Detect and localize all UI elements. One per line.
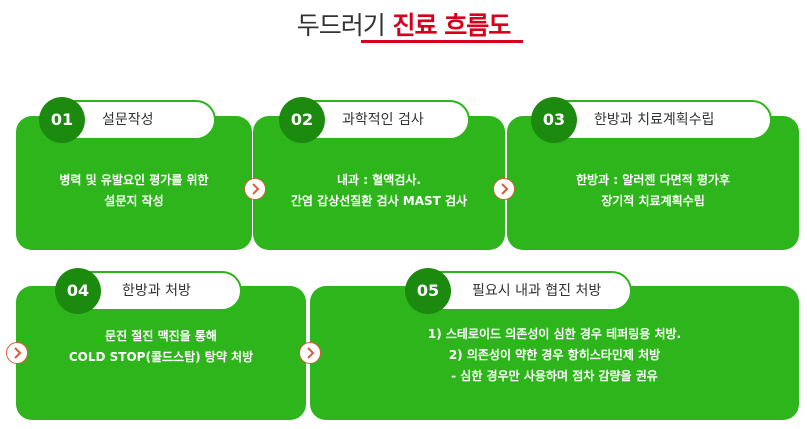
step-tab-03: 03 한방과 치료계획수립	[532, 98, 772, 142]
chevron-right-icon	[299, 342, 321, 364]
step-number-02: 02	[280, 98, 324, 142]
step-label-02: 과학적인 검사	[342, 112, 424, 128]
step-04-desc: 문진 절진 맥진을 통해 COLD STOP(콜드스탑) 탕약 처방	[16, 326, 306, 368]
step-number-01: 01	[40, 98, 84, 142]
step-03-desc-line2: 장기적 치료계획수립	[601, 194, 705, 208]
title-part1: 두드러기	[296, 11, 386, 40]
step-05-desc-line3: - 심한 경우만 사용하며 점차 감량을 권유	[451, 369, 658, 383]
step-tab-04: 04 한방과 처방	[56, 269, 242, 313]
step-01-desc-line1: 병력 및 유발요인 평가를 위한	[59, 173, 209, 187]
title-underline	[361, 40, 523, 43]
step-tab-01: 01 설문작성	[40, 98, 216, 142]
step-02-desc-line2: 간염 갑상선질환 검사 MAST 검사	[290, 194, 468, 208]
title-part2: 진료 흐름도	[392, 11, 512, 40]
step-number-03: 03	[532, 98, 576, 142]
step-04-desc-line1: 문진 절진 맥진을 통해	[105, 329, 217, 343]
step-05-desc-line2: 2) 의존성이 약한 경우 항히스타민제 처방	[448, 348, 661, 362]
step-number-04: 04	[56, 269, 100, 313]
step-label-04: 한방과 처방	[122, 283, 191, 299]
step-01-desc: 병력 및 유발요인 평가를 위한 설문지 작성	[16, 170, 252, 212]
chevron-right-icon	[244, 178, 266, 200]
step-04-desc-line2: COLD STOP(콜드스탑) 탕약 처방	[68, 350, 254, 364]
step-label-03: 한방과 치료계획수립	[594, 112, 715, 128]
step-03-desc: 한방과 : 알러젠 다면적 평가후 장기적 치료계획수립	[507, 170, 799, 212]
step-01-desc-line2: 설문지 작성	[104, 194, 164, 208]
step-tab-02: 02 과학적인 검사	[280, 98, 470, 142]
step-02-desc: 내과 : 혈액검사. 간염 갑상선질환 검사 MAST 검사	[253, 170, 505, 212]
chevron-right-icon	[6, 342, 28, 364]
page-title: 두드러기 진료 흐름도	[0, 6, 807, 43]
step-05-desc: 1) 스테로이드 의존성이 심한 경우 테퍼링용 처방. 2) 의존성이 약한 …	[310, 324, 799, 387]
step-03-desc-line1: 한방과 : 알러젠 다면적 평가후	[576, 173, 730, 187]
step-tab-05: 05 필요시 내과 협진 처방	[406, 269, 632, 313]
step-label-01: 설문작성	[102, 112, 154, 128]
step-02-desc-line1: 내과 : 혈액검사.	[337, 173, 421, 187]
chevron-right-icon	[493, 178, 515, 200]
step-label-05: 필요시 내과 협진 처방	[472, 283, 602, 299]
step-05-desc-line1: 1) 스테로이드 의존성이 심한 경우 테퍼링용 처방.	[427, 327, 682, 341]
step-number-05: 05	[406, 269, 450, 313]
